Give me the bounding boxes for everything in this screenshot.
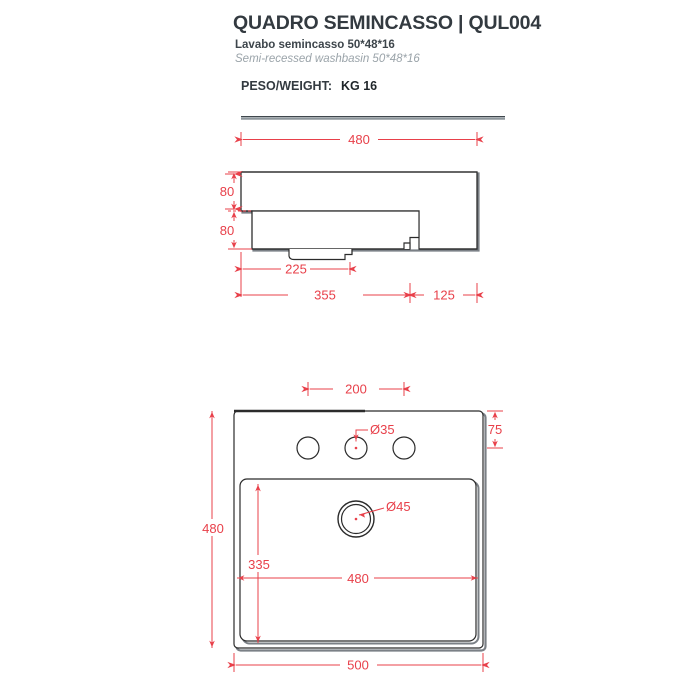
arrow-80-lower-up [231, 211, 237, 219]
dim-label-480-side: 480 [348, 132, 370, 147]
dim-label-480-vertical: 480 [202, 521, 224, 536]
dim-label-200: 200 [345, 382, 367, 397]
side-bowl-block [251, 210, 420, 250]
dim-label-80-lower: 80 [220, 223, 234, 238]
arrow-dia35 [353, 434, 359, 441]
tap-hole-center-mark [354, 446, 358, 450]
arrow-480v-down [209, 640, 215, 648]
arrow-dia45 [359, 512, 367, 518]
arrow-335-up [255, 484, 261, 492]
tap-hole-right [392, 436, 416, 460]
dim-label-480-horizontal: 480 [347, 571, 369, 586]
side-elevation-group: 480 80 80 [220, 132, 484, 303]
subtitle-italian: Lavabo semincasso 50*48*16 [235, 39, 395, 51]
arrow-335-down [255, 635, 261, 643]
tap-hole-left [296, 436, 320, 460]
dim-label-480h-bg [342, 569, 374, 586]
plan-view-group: 200 Ø35 Ø45 [202, 382, 503, 673]
side-waste-lug [288, 249, 353, 261]
dim-plan-480-horizontal: 480 [237, 569, 478, 586]
dim-label-75: 75 [488, 422, 502, 437]
subtitle-english: Semi-recessed washbasin 50*48*16 [235, 53, 420, 65]
dim-side-125: 125 [403, 283, 484, 303]
header-divider-rule [241, 115, 505, 120]
dim-side-355: 355 [234, 283, 417, 303]
dim-label-335: 335 [248, 557, 270, 572]
callout-dia45: Ø45 [358, 499, 411, 518]
arrow-80-upper-down [231, 203, 237, 211]
dim-side-225: 225 [234, 252, 357, 297]
dim-plan-500: 500 [227, 653, 490, 673]
dim-label-80-upper: 80 [220, 184, 234, 199]
dim-label-dia45: Ø45 [386, 499, 411, 514]
dim-side-80-upper: 80 [220, 170, 243, 213]
dim-plan-480-vertical: 480 [202, 411, 225, 648]
arrow-80-upper-up [231, 172, 237, 180]
arrow-75-down [492, 440, 498, 448]
plan-bowl-outline [239, 478, 477, 642]
dim-plan-200: 200 [301, 382, 411, 397]
arrow-75-up [492, 411, 498, 419]
dim-label-125: 125 [433, 288, 455, 303]
dim-side-480: 480 [234, 132, 484, 147]
arrow-480v-up [209, 411, 215, 419]
page-title: QUADRO SEMINCASSO | QUL004 [233, 12, 541, 34]
weight-label: PESO/WEIGHT: [241, 79, 332, 93]
callout-dia35: Ø35 [353, 422, 395, 442]
dim-label-480v-bg [203, 519, 225, 536]
dim-plan-75: 75 [487, 410, 503, 449]
side-overflow-notch [403, 242, 411, 249]
dim-label-dia35: Ø35 [370, 422, 395, 437]
arrow-80-lower-down [231, 241, 237, 249]
dim-label-355: 355 [314, 288, 336, 303]
weight-value: KG 16 [341, 79, 378, 93]
arrow-480h-right [470, 575, 478, 581]
dim-label-500: 500 [347, 658, 369, 673]
side-outer-outline [241, 171, 478, 250]
drain-hole-mark [354, 517, 358, 521]
dim-plan-335: 335 [244, 484, 274, 643]
dim-label-225: 225 [285, 262, 307, 277]
dim-label-335-bg [244, 555, 274, 572]
arrow-480h-left [237, 575, 245, 581]
